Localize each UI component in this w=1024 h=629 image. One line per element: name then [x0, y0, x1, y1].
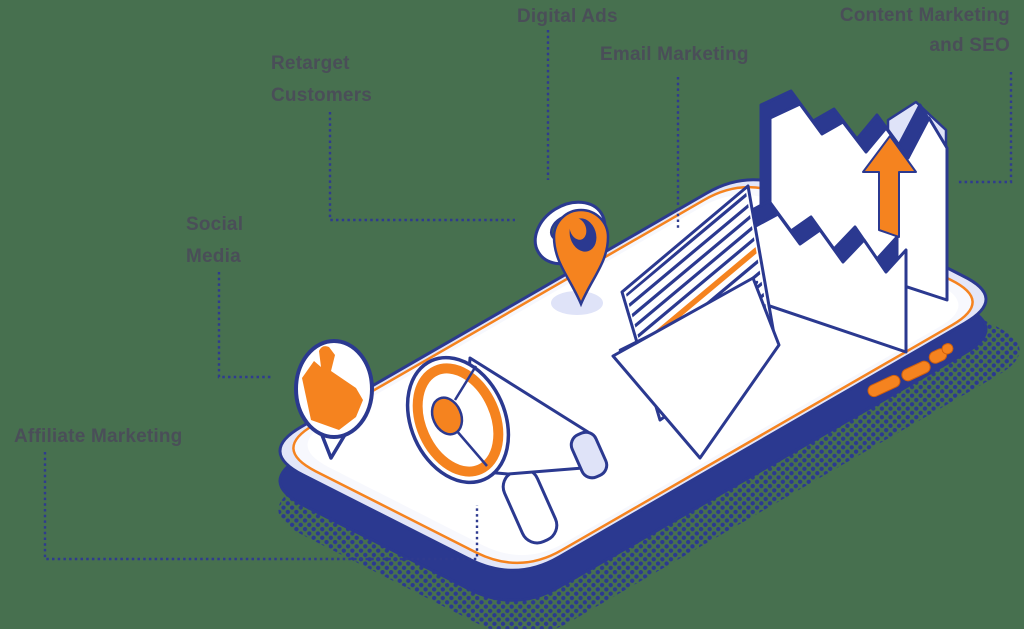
pin-shadow: [551, 291, 603, 315]
label-content-marketing-seo: Content Marketing and SEO: [839, 5, 1010, 56]
leader-lines: [43, 30, 1013, 561]
label-digital-ads: Digital Ads: [517, 6, 618, 27]
like-speech-bubble-icon: [294, 339, 374, 460]
thumbs-up-icon: [302, 346, 363, 430]
open-envelope-letter-icon: [611, 184, 781, 460]
megaphone-mouthpiece: [569, 430, 609, 480]
leader-affiliate-marketing: [43, 452, 479, 561]
leader-content-marketing-seo: [958, 72, 1013, 184]
label-retarget-customers: Retarget Customers: [271, 53, 373, 106]
envelope-pocket: [611, 276, 781, 460]
leader-social-media: [217, 272, 272, 379]
megaphone-icon: [405, 355, 609, 545]
label-email-marketing: Email Marketing: [600, 44, 749, 65]
phone-side-buttons: [867, 343, 954, 398]
leader-retarget-customers: [328, 112, 515, 222]
location-pin-icon: [533, 200, 610, 315]
label-social-media: Social Media: [186, 214, 244, 267]
growth-chart-arrow-icon: [741, 89, 949, 354]
label-affiliate-marketing: Affiliate Marketing: [14, 426, 183, 447]
up-arrow-icon: [862, 135, 917, 238]
